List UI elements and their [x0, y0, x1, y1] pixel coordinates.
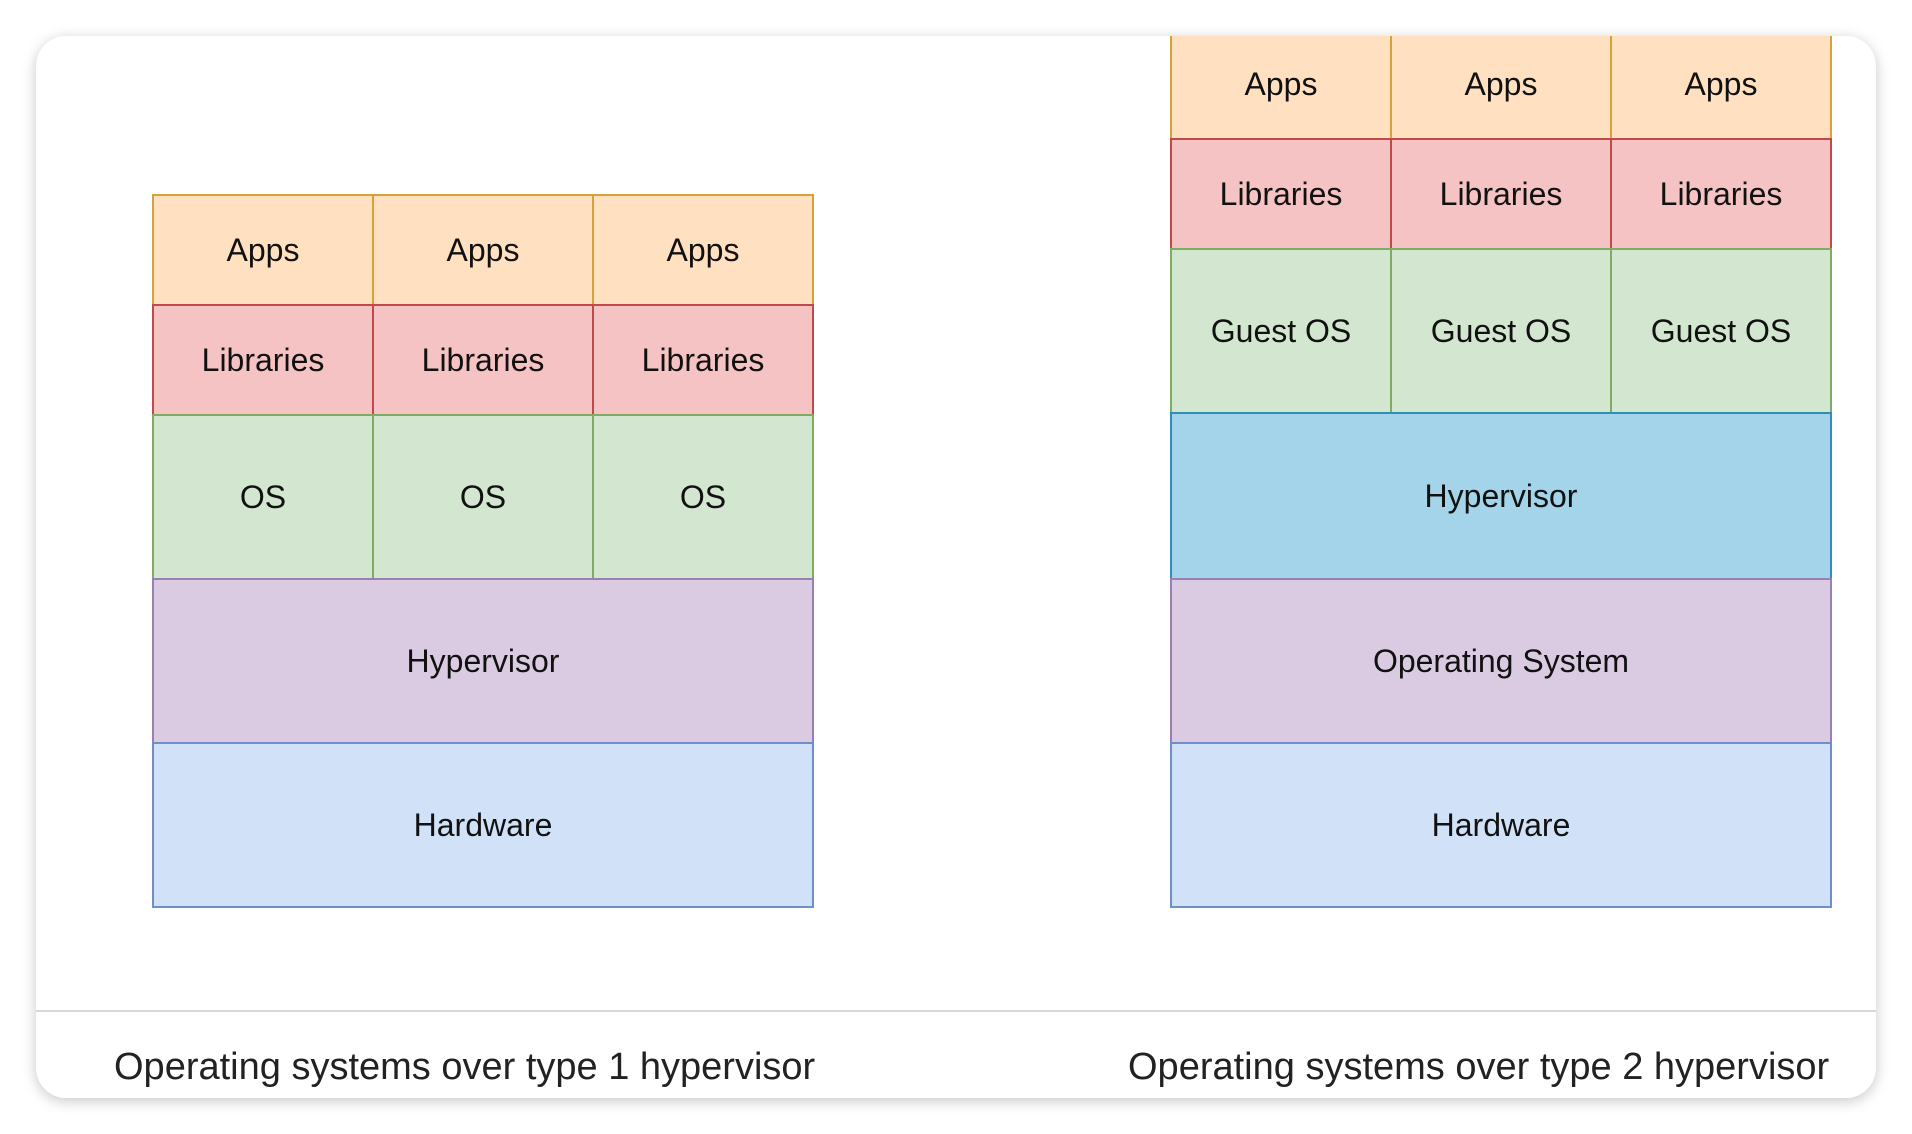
type1-os-3: OS	[592, 414, 814, 580]
type1-libraries-3: Libraries	[592, 304, 814, 416]
type1-libraries-2: Libraries	[372, 304, 594, 416]
type2-guest-os-1: Guest OS	[1170, 248, 1392, 414]
type2-guest-os-3: Guest OS	[1610, 248, 1832, 414]
type1-os-1: OS	[152, 414, 374, 580]
type2-apps-3: Apps	[1610, 36, 1832, 140]
type2-hardware: Hardware	[1170, 742, 1832, 908]
type1-apps-2: Apps	[372, 194, 594, 306]
type2-hypervisor: Hypervisor	[1170, 412, 1832, 580]
type2-apps-2: Apps	[1390, 36, 1612, 140]
type1-hardware: Hardware	[152, 742, 814, 908]
type2-libraries-1: Libraries	[1170, 138, 1392, 250]
type2-libraries-2: Libraries	[1390, 138, 1612, 250]
type2-apps-1: Apps	[1170, 36, 1392, 140]
caption-divider	[36, 1010, 1876, 1012]
figure-card: Apps Apps Apps Libraries Libraries Libra…	[36, 36, 1876, 1098]
type2-guest-os-2: Guest OS	[1390, 248, 1612, 414]
type1-os-2: OS	[372, 414, 594, 580]
type2-operating-system: Operating System	[1170, 578, 1832, 744]
type1-apps-3: Apps	[592, 194, 814, 306]
type2-libraries-3: Libraries	[1610, 138, 1832, 250]
type1-hypervisor: Hypervisor	[152, 578, 814, 744]
type2-caption: Operating systems over type 2 hypervisor	[1128, 1046, 1830, 1088]
type1-libraries-1: Libraries	[152, 304, 374, 416]
type1-apps-1: Apps	[152, 194, 374, 306]
type1-caption: Operating systems over type 1 hypervisor	[114, 1046, 816, 1088]
